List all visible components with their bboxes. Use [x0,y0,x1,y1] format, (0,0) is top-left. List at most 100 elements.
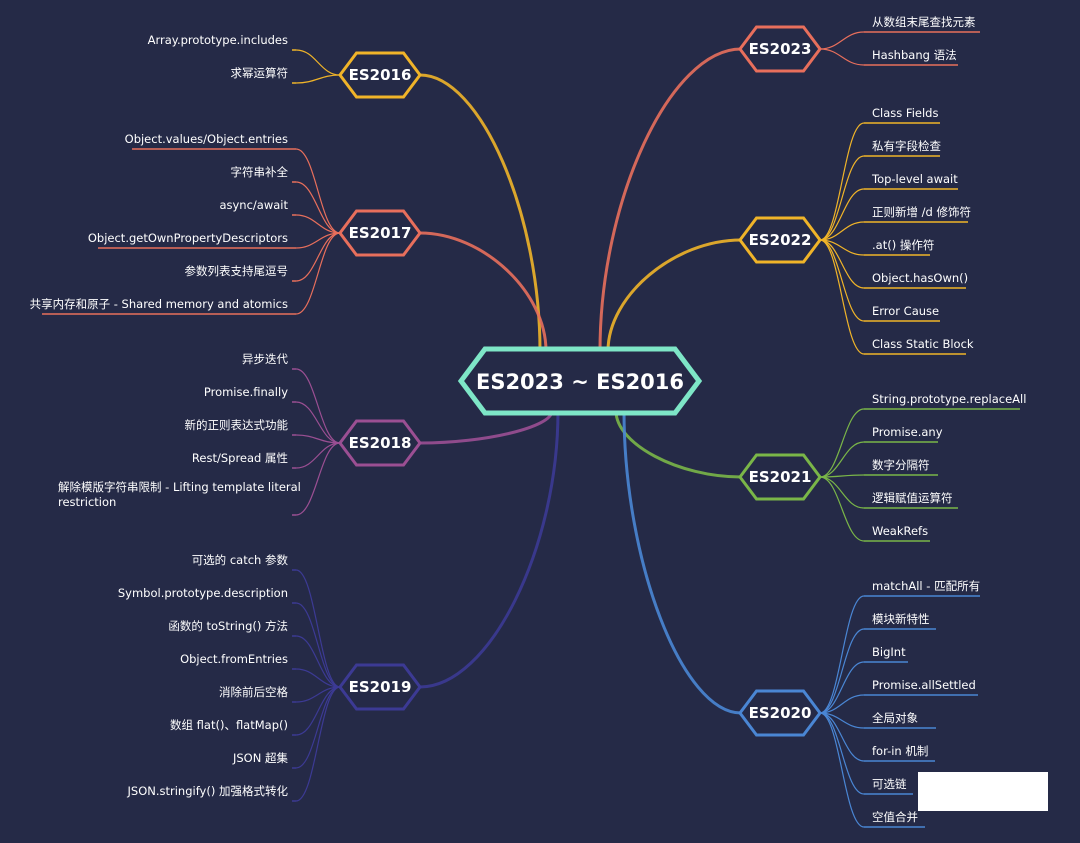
leaf-es2016-1[interactable]: 求幂运算符 [231,66,297,84]
leaf-es2017-3[interactable]: Object.getOwnPropertyDescriptors [88,231,296,249]
leaf-es2021-0[interactable]: String.prototype.replaceAll [864,392,1026,410]
leaf-es2021-2[interactable]: 数字分隔符 [864,458,938,476]
leaf-es2020-5-label: for-in 机制 [872,744,928,758]
leaf-es2021-4[interactable]: WeakRefs [864,524,930,542]
leaf-es2022-5[interactable]: Object.hasOwn() [864,271,968,289]
node-es2017[interactable]: ES2017 [338,209,422,257]
center-node-label: ES2023 ~ ES2016 [476,370,684,394]
leaf-es2019-1-label: Symbol.prototype.description [118,586,288,600]
leaf-es2021-1[interactable]: Promise.any [864,425,943,443]
link-es2023 [598,47,742,352]
leaf-es2020-1[interactable]: 模块新特性 [864,612,936,630]
leaf-es2019-3[interactable]: Object.fromEntries [180,652,296,670]
leaf-es2021-1-label: Promise.any [872,425,943,439]
node-es2019[interactable]: ES2019 [338,663,422,711]
node-es2016[interactable]: ES2016 [338,51,422,99]
leaf-es2022-1[interactable]: 私有字段检查 [864,139,941,157]
leaf-es2020-1-label: 模块新特性 [872,612,930,626]
node-es2019-label: ES2019 [349,678,412,696]
svg-text:restriction: restriction [58,495,116,509]
node-es2022[interactable]: ES2022 [738,216,822,264]
node-es2020[interactable]: ES2020 [738,689,822,737]
leaf-es2016-0[interactable]: Array.prototype.includes [148,33,296,51]
leaf-es2022-0[interactable]: Class Fields [864,106,940,124]
node-es2018[interactable]: ES2018 [338,419,422,467]
leaf-es2017-5-label: 共享内存和原子 - Shared memory and atomics [30,297,288,311]
leaf-es2017-4[interactable]: 参数列表支持尾逗号 [185,264,297,282]
leaf-es2020-7-label: 空值合并 [872,810,918,824]
leaf-es2020-5[interactable]: for-in 机制 [864,744,935,762]
node-es2021-shape [738,453,822,501]
leaf-es2023-0[interactable]: 从数组末尾查找元素 [864,15,980,33]
leaf-es2022-4[interactable]: .at() 操作符 [864,238,934,256]
leaf-es2018-3-label: Rest/Spread 属性 [192,451,288,465]
leaf-es2019-2[interactable]: 函数的 toString() 方法 [168,619,296,637]
node-es2016-label: ES2016 [349,66,412,84]
leaf-es2022-3-label: 正则新增 /d 修饰符 [872,205,971,219]
node-es2020-label: ES2020 [749,704,812,722]
leaf-es2022-2-label: Top-level await [871,172,958,186]
leaf-es2019-2-label: 函数的 toString() 方法 [168,619,288,633]
leaf-es2017-5[interactable]: 共享内存和原子 - Shared memory and atomics [30,297,296,315]
link-es2020 [622,410,742,715]
node-es2022-shape [738,216,822,264]
leaf-es2020-7[interactable]: 空值合并 [864,810,925,828]
leaf-es2017-1[interactable]: 字符串补全 [231,165,297,183]
link-es2021 [614,410,742,479]
node-es2017-label: ES2017 [349,224,412,242]
leaf-es2020-6[interactable]: 可选链 [864,777,913,795]
leaf-es2020-3[interactable]: Promise.allSettled [864,678,978,696]
leaf-es2019-7[interactable]: JSON.stringify() 加强格式转化 [127,784,297,802]
leaf-es2019-3-label: Object.fromEntries [180,652,288,666]
leaf-es2017-0[interactable]: Object.values/Object.entries [125,132,296,150]
leaf-es2022-7-label: Class Static Block [872,337,974,351]
node-es2018-label: ES2018 [349,434,412,452]
leaf-es2019-4-label: 消除前后空格 [219,685,288,699]
leaf-es2020-2-label: BigInt [872,645,906,659]
leaf-es2020-0-label: matchAll - 匹配所有 [872,579,980,593]
center-node-shape [457,346,703,416]
leaf-es2021-0-label: String.prototype.replaceAll [872,392,1026,406]
leaf-es2018-3[interactable]: Rest/Spread 属性 [192,451,296,469]
link-es2022 [606,238,742,352]
node-es2019-shape [338,663,422,711]
leaf-es2019-1[interactable]: Symbol.prototype.description [118,586,296,604]
link-es2016 [419,73,542,352]
node-es2023[interactable]: ES2023 [738,25,822,73]
center-node[interactable]: ES2023 ~ ES2016 [457,346,703,416]
leaf-es2022-2[interactable]: Top-level await [864,172,958,190]
leaf-es2018-2[interactable]: 新的正则表达式功能 [185,418,297,436]
leaf-es2023-1[interactable]: Hashbang 语法 [864,48,958,66]
leaf-es2022-4-label: .at() 操作符 [872,238,934,252]
leaf-es2019-4[interactable]: 消除前后空格 [219,685,296,703]
leaf-es2022-0-label: Class Fields [872,106,938,120]
leaf-es2022-1-label: 私有字段检查 [872,139,941,153]
node-es2022-label: ES2022 [749,231,812,249]
node-es2017-shape [338,209,422,257]
leaf-es2022-3[interactable]: 正则新增 /d 修饰符 [864,205,971,223]
leaf-es2018-1[interactable]: Promise.finally [204,385,296,403]
node-es2021[interactable]: ES2021 [738,453,822,501]
leaf-es2021-2-label: 数字分隔符 [872,458,930,472]
leaf-es2022-7[interactable]: Class Static Block [864,337,974,355]
node-es2016-shape [338,51,422,99]
leaf-es2020-0[interactable]: matchAll - 匹配所有 [864,579,980,597]
leaf-es2020-2[interactable]: BigInt [864,645,908,663]
leaf-es2019-5[interactable]: 数组 flat()、flatMap() [170,718,296,736]
leaf-es2022-6[interactable]: Error Cause [864,304,940,322]
leaf-es2019-7-label: JSON.stringify() 加强格式转化 [127,784,289,798]
leaf-es2016-0-label: Array.prototype.includes [148,33,288,47]
leaf-es2019-0[interactable]: 可选的 catch 参数 [192,553,296,571]
leaf-es2018-2-label: 新的正则表达式功能 [185,418,289,432]
leaf-es2017-2[interactable]: async/await [219,198,296,216]
node-es2018-shape [338,419,422,467]
leaf-es2018-4[interactable]: 解除模版字符串限制 - Lifting template literalrest… [58,480,301,516]
leaf-es2020-3-label: Promise.allSettled [872,678,976,692]
leaf-es2021-3[interactable]: 逻辑赋值运算符 [864,491,958,509]
node-es2023-shape [738,25,822,73]
link-es2019 [419,410,560,689]
leaf-es2019-6[interactable]: JSON 超集 [232,751,296,769]
leaf-es2018-0[interactable]: 异步迭代 [242,352,296,370]
leaf-es2022-5-label: Object.hasOwn() [872,271,968,285]
leaf-es2020-4[interactable]: 全局对象 [864,711,936,729]
